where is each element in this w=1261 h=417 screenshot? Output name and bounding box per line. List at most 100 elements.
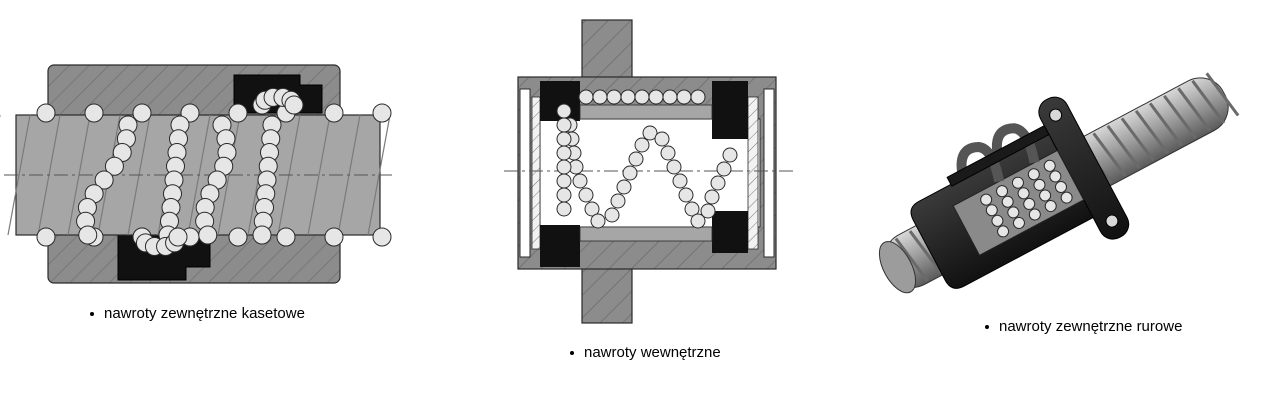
flange-bottom <box>581 264 633 324</box>
shaft-end-face <box>878 241 917 294</box>
ball <box>578 89 594 105</box>
seal-left-hatch <box>531 96 541 250</box>
ball <box>1012 216 1025 229</box>
ball <box>1044 200 1057 213</box>
ball <box>722 147 738 163</box>
return-tube <box>956 142 1005 183</box>
ball <box>1017 187 1030 200</box>
ball <box>252 225 272 245</box>
seal-right <box>763 88 775 258</box>
seal-right-hatch <box>747 96 759 250</box>
ball <box>716 161 732 177</box>
ball <box>985 204 998 217</box>
thread-line <box>1120 117 1155 162</box>
ball <box>1011 176 1024 189</box>
return-tube <box>991 123 1040 164</box>
thread-line <box>307 114 331 236</box>
tube-clamp-plate <box>946 125 1050 187</box>
caption-internal: nawroty wewnętrzne <box>570 344 721 361</box>
ball <box>634 89 650 105</box>
thread-line <box>1092 132 1127 177</box>
ball <box>628 151 644 167</box>
deflector-top-right <box>712 81 748 139</box>
internal-return-diagram <box>500 15 800 327</box>
ball <box>678 187 694 203</box>
thread-line <box>894 237 929 282</box>
caption-cassette: nawroty zewnętrzne kasetowe <box>90 305 305 322</box>
ball <box>1023 197 1036 210</box>
ball <box>584 201 600 217</box>
ball <box>556 173 572 189</box>
ball <box>1060 191 1073 204</box>
ball <box>78 225 98 245</box>
bullet-icon <box>570 350 574 355</box>
bullet-icon <box>90 311 94 316</box>
thread-line <box>1163 94 1197 139</box>
ball <box>684 201 700 217</box>
thread-line <box>1148 102 1183 147</box>
ball <box>94 170 114 190</box>
thread-notch <box>276 227 296 247</box>
thread-notch <box>324 103 344 123</box>
flange-hole <box>1105 214 1119 228</box>
ball <box>168 227 188 247</box>
ball <box>700 203 716 219</box>
ball <box>556 201 572 217</box>
ball <box>556 187 572 203</box>
ball <box>620 89 636 105</box>
tube-return-diagram <box>865 45 1245 315</box>
thread-notch <box>372 103 392 123</box>
caption-tube-text: nawroty zewnętrzne rurowe <box>999 318 1183 335</box>
thread-line <box>1177 87 1212 132</box>
ball <box>604 207 620 223</box>
ball <box>690 89 706 105</box>
ball <box>672 173 688 189</box>
caption-cassette-text: nawroty zewnętrzne kasetowe <box>104 305 305 322</box>
thread-notch <box>372 227 392 247</box>
ball <box>284 95 304 115</box>
internal-return-drawing <box>504 19 796 324</box>
seal-left <box>519 88 531 258</box>
cassette-return-diagram <box>0 55 400 295</box>
ball-chain <box>980 159 1073 238</box>
ball <box>1027 168 1040 181</box>
ball <box>642 125 658 141</box>
thread-notch <box>36 103 56 123</box>
ball <box>610 193 626 209</box>
thread-notch <box>228 103 248 123</box>
ball <box>606 89 622 105</box>
ball <box>578 187 594 203</box>
ball <box>556 145 572 161</box>
ball <box>654 131 670 147</box>
ball <box>1028 208 1041 221</box>
ball <box>1049 170 1062 183</box>
ball <box>198 225 218 245</box>
ball-chain <box>76 87 304 257</box>
caption-tube: nawroty zewnętrzne rurowe <box>985 318 1182 335</box>
ball <box>556 117 572 133</box>
ball <box>634 137 650 153</box>
ball <box>1054 181 1067 194</box>
ball-chain <box>556 89 738 229</box>
ball <box>997 225 1010 238</box>
ball <box>1039 189 1052 202</box>
thread-line <box>1134 109 1169 154</box>
ball <box>556 131 572 147</box>
ball <box>704 189 720 205</box>
thread-line <box>1205 72 1240 117</box>
thread-notch <box>36 227 56 247</box>
ball <box>710 175 726 191</box>
bullet-icon <box>985 324 989 329</box>
ball <box>996 185 1009 198</box>
ball <box>980 193 993 206</box>
thread-notch <box>132 103 152 123</box>
ball <box>1001 195 1014 208</box>
ball <box>666 159 682 175</box>
thread-line <box>908 230 943 275</box>
ball <box>616 179 632 195</box>
thread-line <box>7 114 31 236</box>
cassette-return-drawing <box>0 64 392 284</box>
ball <box>660 145 676 161</box>
ball <box>676 89 692 105</box>
ball <box>991 214 1004 227</box>
